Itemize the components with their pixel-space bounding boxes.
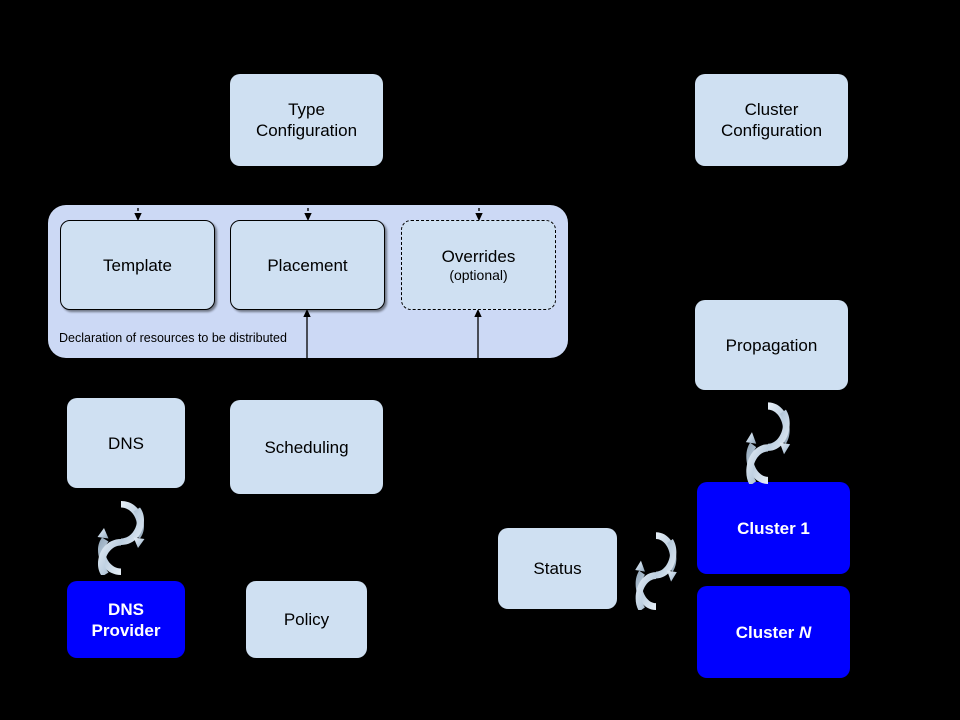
group-caption-label: Declaration of resources to be distribut… [59, 331, 287, 345]
node-type-configuration-line2: Configuration [255, 121, 358, 140]
node-placement-label: Placement [267, 255, 348, 275]
node-cluster-n-suffix: N [799, 622, 812, 642]
node-propagation[interactable]: Propagation [695, 300, 848, 390]
connector-type-config-to-overrides [472, 196, 486, 222]
node-dns-provider-line1: DNS [108, 599, 144, 619]
node-cluster-1[interactable]: Cluster 1 [697, 482, 850, 574]
node-policy-label: Policy [283, 610, 330, 629]
node-type-configuration[interactable]: Type Configuration [230, 74, 383, 166]
node-cluster-n[interactable]: Cluster N [697, 586, 850, 678]
node-scheduling-label: Scheduling [264, 437, 349, 457]
node-status-label: Status [533, 559, 582, 578]
node-template[interactable]: Template [60, 220, 215, 310]
node-overrides-sublabel: (optional) [449, 267, 508, 283]
node-cluster-configuration-line2: Configuration [720, 121, 823, 140]
node-placement[interactable]: Placement [230, 220, 385, 310]
node-dns-provider-line2: Provider [91, 620, 161, 640]
node-cluster-configuration[interactable]: Cluster Configuration [695, 74, 848, 166]
node-overrides[interactable]: Overrides (optional) [401, 220, 556, 310]
dns-sync-icon [86, 497, 156, 575]
node-dns-provider[interactable]: DNS Provider [67, 581, 185, 658]
connector-policy-to-overrides [471, 308, 485, 360]
node-scheduling[interactable]: Scheduling [230, 400, 383, 494]
node-type-configuration-line1: Type [288, 100, 325, 119]
node-cluster-n-prefix: Cluster [735, 622, 799, 642]
node-cluster-1-prefix: Cluster [737, 518, 801, 538]
group-caption-declaration: Declaration of resources to be distribut… [59, 331, 287, 346]
node-cluster-n-label: Cluster N [736, 622, 812, 643]
node-template-label: Template [103, 255, 172, 275]
node-dns-label: DNS [108, 433, 144, 453]
connector-type-config-to-template [131, 196, 145, 222]
propagation-sync-icon [735, 398, 801, 484]
node-policy[interactable]: Policy [246, 581, 367, 658]
connector-type-config-to-placement [301, 196, 315, 222]
node-status[interactable]: Status [498, 528, 617, 609]
connector-scheduling-to-placement [300, 308, 314, 360]
node-cluster-configuration-line1: Cluster [744, 100, 799, 119]
node-cluster-1-label: Cluster 1 [737, 518, 810, 539]
status-sync-icon [625, 528, 687, 610]
node-overrides-label: Overrides [441, 247, 516, 266]
node-propagation-label: Propagation [725, 335, 818, 355]
node-dns[interactable]: DNS [67, 398, 185, 488]
node-cluster-1-suffix: 1 [800, 518, 810, 538]
